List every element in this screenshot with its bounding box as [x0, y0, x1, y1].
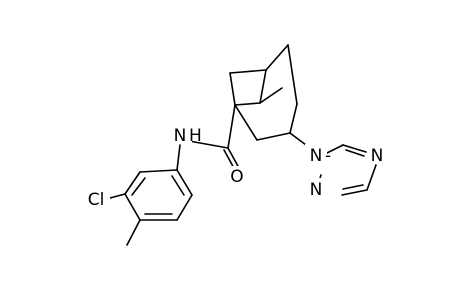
amide-nitrogen-label: N [174, 126, 187, 146]
atom-labels: N H O Cl N - N N [82, 124, 387, 210]
bond [176, 194, 193, 221]
bond [124, 171, 141, 195]
bond [139, 169, 178, 173]
bond [341, 189, 368, 196]
bond [345, 149, 365, 157]
bond [342, 144, 367, 153]
bond [256, 132, 291, 141]
bond [234, 104, 258, 141]
carbonyl-oxygen-label: O [230, 167, 243, 187]
bond [229, 72, 236, 106]
bond [176, 144, 181, 171]
bond [229, 69, 267, 74]
bond [259, 87, 283, 104]
bond [124, 193, 141, 221]
bond [234, 102, 261, 106]
bond [176, 169, 193, 196]
bond [289, 132, 307, 146]
bond [287, 44, 298, 105]
bond [259, 69, 267, 104]
amide-hydrogen-label: H [189, 126, 202, 146]
triazole-n1-charge: - [325, 146, 331, 166]
bond [227, 147, 240, 169]
chlorine-label: Cl [88, 190, 105, 210]
bond [265, 44, 289, 71]
bond [131, 177, 146, 196]
triazole-n2-label: N [310, 180, 323, 200]
bonds [109, 44, 377, 246]
bond [171, 175, 185, 196]
bond [126, 219, 141, 246]
triazole-n1-label: N [310, 146, 323, 166]
bond [289, 103, 298, 134]
bond [109, 193, 126, 199]
triazole-n4-label: N [371, 146, 384, 166]
bond [227, 104, 236, 149]
bond [342, 184, 364, 190]
bond [366, 164, 377, 191]
bond [188, 140, 229, 149]
